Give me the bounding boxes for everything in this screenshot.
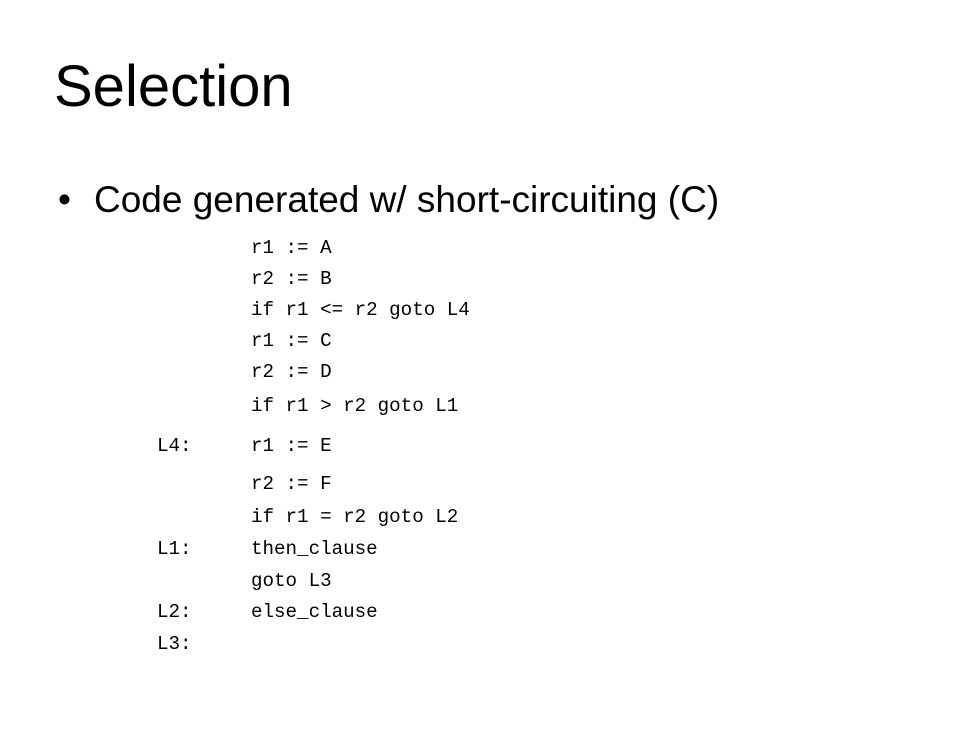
code-line: L3: [157,629,226,659]
code-line: L1: then_clause [157,534,378,564]
code-text: if r1 > r2 goto L1 [251,395,459,417]
bullet-item: • Code generated w/ short-circuiting (C) [58,175,719,225]
code-label: L4: [157,435,192,457]
code-line: if r1 <= r2 goto L4 [157,295,470,325]
code-line: r1 := A [157,233,332,263]
bullet-icon: • [58,179,71,220]
slide: Selection • Code generated w/ short-circ… [54,54,719,659]
code-text: r2 := F [251,473,332,495]
code-line: r2 := F [157,469,332,499]
code-label: L1: [157,538,192,560]
code-text: r1 := A [251,237,332,259]
code-line: L4: r1 := E [157,431,332,461]
code-line: r2 := B [157,264,332,294]
code-line: r1 := C [157,326,332,356]
code-text: r2 := D [251,361,332,383]
slide-title: Selection [54,54,293,119]
code-text: if r1 = r2 goto L2 [251,506,459,528]
code-line: r2 := D [157,357,332,387]
code-text: r1 := E [251,435,332,457]
code-line: goto L3 [157,566,332,596]
bullet-text: Code generated w/ short-circuiting (C) [94,179,720,220]
code-text: goto L3 [251,570,332,592]
code-label: L2: [157,601,192,623]
code-line: if r1 = r2 goto L2 [157,502,458,532]
code-text: r2 := B [251,268,332,290]
code-text: then_clause [251,538,378,560]
code-line: if r1 > r2 goto L1 [157,391,458,421]
code-line: L2: else_clause [157,597,378,627]
code-text: else_clause [251,601,378,623]
code-text: if r1 <= r2 goto L4 [251,299,470,321]
code-label: L3: [157,633,192,655]
code-text: r1 := C [251,330,332,352]
